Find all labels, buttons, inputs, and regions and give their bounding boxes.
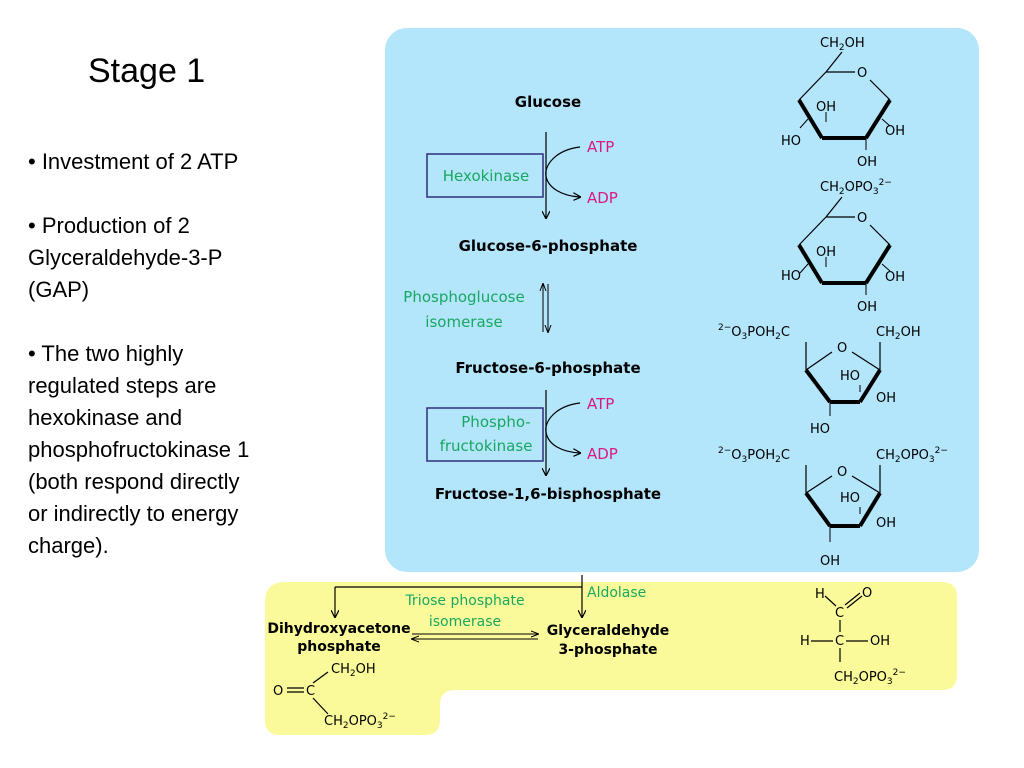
adp-label: ADP: [587, 445, 618, 463]
atp-label: ATP: [587, 138, 614, 156]
bullet-line: • Production of 2: [28, 213, 190, 238]
svg-text:O: O: [273, 684, 283, 699]
gap-label: Glyceraldehyde: [547, 623, 670, 639]
triose-phosphate-isomerase-label: isomerase: [429, 614, 501, 630]
svg-text:H: H: [815, 587, 825, 602]
svg-text:C: C: [835, 606, 844, 621]
svg-text:HO: HO: [781, 134, 801, 149]
svg-text:O: O: [837, 341, 847, 356]
svg-text:HO: HO: [840, 491, 860, 506]
svg-text:OH: OH: [870, 634, 890, 649]
svg-text:HO: HO: [840, 369, 860, 384]
svg-text:OH: OH: [816, 245, 836, 260]
svg-text:OH: OH: [876, 391, 896, 406]
svg-text:OH: OH: [876, 516, 896, 531]
svg-text:HO: HO: [781, 269, 801, 284]
hexokinase-box: [426, 153, 544, 198]
glucose-label: Glucose: [515, 93, 581, 111]
svg-text:CH2OH: CH2OH: [876, 325, 921, 342]
bullet-line: (GAP): [28, 277, 90, 302]
svg-text:O: O: [862, 586, 872, 601]
svg-text:OH: OH: [816, 100, 836, 115]
bullet-item: • The two highly regulated steps are hex…: [28, 338, 328, 562]
svg-text:OH: OH: [885, 270, 905, 285]
fructose-1-6-bisphosphate-label: Fructose-1,6-bisphosphate: [435, 485, 661, 503]
bullet-line: charge).: [28, 533, 109, 558]
glucose-6-phosphate-label: Glucose-6-phosphate: [459, 237, 638, 255]
phosphoglucose-isomerase-label: Phosphoglucose: [403, 288, 524, 306]
blue-panel: [385, 28, 979, 572]
hexokinase-label: Hexokinase: [443, 167, 529, 185]
bullet-line: or indirectly to energy: [28, 501, 239, 526]
svg-text:O: O: [857, 211, 867, 226]
bullet-line: phosphofructokinase 1: [28, 437, 250, 462]
phosphofructokinase-label: Phospho-: [461, 413, 530, 431]
bullet-line: • Investment of 2 ATP: [28, 149, 239, 174]
bullet-line: (both respond directly: [28, 469, 240, 494]
dhap-label: Dihydroxyacetone: [267, 621, 410, 637]
phosphoglucose-isomerase-label: isomerase: [425, 313, 502, 331]
yellow-panel: [265, 582, 957, 735]
svg-text:2−O3POH2C: 2−O3POH2C: [718, 323, 790, 342]
svg-text:HO: HO: [810, 422, 830, 437]
phosphofructokinase-label: fructokinase: [440, 437, 533, 455]
glucose-structure: CH2OH O OH HO OH OH: [781, 36, 905, 170]
bullet-item: • Investment of 2 ATP: [28, 146, 328, 178]
svg-text:OH: OH: [885, 124, 905, 139]
svg-text:2−O3POH2C: 2−O3POH2C: [718, 446, 790, 465]
gap-label: 3-phosphate: [558, 642, 657, 658]
svg-text:OH: OH: [857, 300, 877, 315]
svg-text:O: O: [837, 465, 847, 480]
phosphofructokinase-box: [426, 407, 544, 462]
atp-label: ATP: [587, 395, 614, 413]
fructose-6-phosphate-structure: 2−O3POH2C CH2OH O HO OH HO: [718, 323, 921, 437]
svg-text:C: C: [835, 634, 844, 649]
dhap-label: phosphate: [297, 639, 381, 655]
bullet-list: • Investment of 2 ATP • Production of 2 …: [28, 146, 328, 562]
svg-text:OH: OH: [820, 554, 840, 569]
svg-text:CH2OH: CH2OH: [820, 36, 865, 53]
cofactor-curve-arrow: [545, 402, 580, 453]
slide-title: Stage 1: [88, 52, 206, 90]
bullet-item: • Production of 2 Glyceraldehyde-3-P (GA…: [28, 210, 328, 306]
bullet-line: Glyceraldehyde-3-P: [28, 245, 223, 270]
svg-text:OH: OH: [857, 155, 877, 170]
svg-text:O: O: [857, 66, 867, 81]
svg-text:C: C: [306, 684, 315, 699]
cofactor-curve-arrow: [545, 146, 580, 197]
fructose-6-phosphate-label: Fructose-6-phosphate: [455, 359, 640, 377]
adp-label: ADP: [587, 189, 618, 207]
bullet-line: regulated steps are: [28, 373, 217, 398]
aldolase-label: Aldolase: [587, 585, 646, 601]
triose-phosphate-isomerase-label: Triose phosphate: [404, 593, 524, 609]
svg-text:CH2OH: CH2OH: [331, 662, 376, 679]
bullet-line: • The two highly: [28, 341, 184, 366]
svg-text:H: H: [800, 634, 810, 649]
bullet-line: hexokinase and: [28, 405, 183, 430]
